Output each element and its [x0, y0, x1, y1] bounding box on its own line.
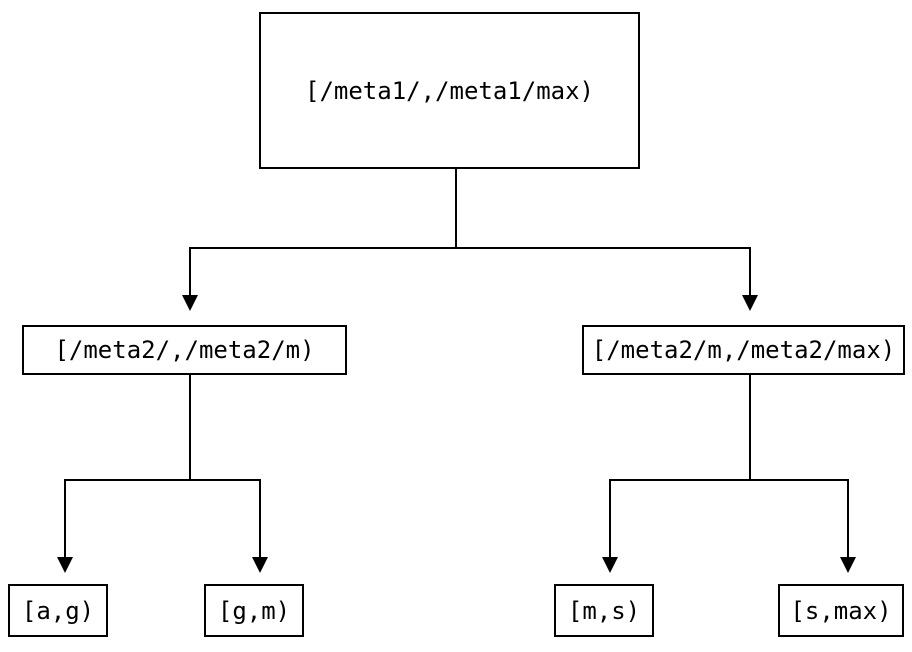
- arrow-down-icon: [602, 557, 618, 573]
- node-leaf-s-max: [s,max): [778, 584, 904, 637]
- edge-right-branch: [609, 479, 849, 558]
- edge-left-branch: [64, 479, 261, 558]
- node-meta2-low: [/meta2/,/meta2/m): [22, 325, 347, 375]
- node-root: [/meta1/,/meta1/max): [259, 12, 640, 169]
- node-leaf-g-m: [g,m): [204, 584, 304, 637]
- node-leaf-m-s: [m,s): [554, 584, 654, 637]
- arrow-down-icon: [840, 557, 856, 573]
- arrow-down-icon: [182, 295, 198, 311]
- node-leaf-a-g: [a,g): [8, 584, 108, 637]
- arrow-down-icon: [252, 557, 268, 573]
- node-meta2-high: [/meta2/m,/meta2/max): [582, 325, 905, 375]
- arrow-down-icon: [57, 557, 73, 573]
- edge-root-branch: [189, 247, 751, 296]
- arrow-down-icon: [742, 295, 758, 311]
